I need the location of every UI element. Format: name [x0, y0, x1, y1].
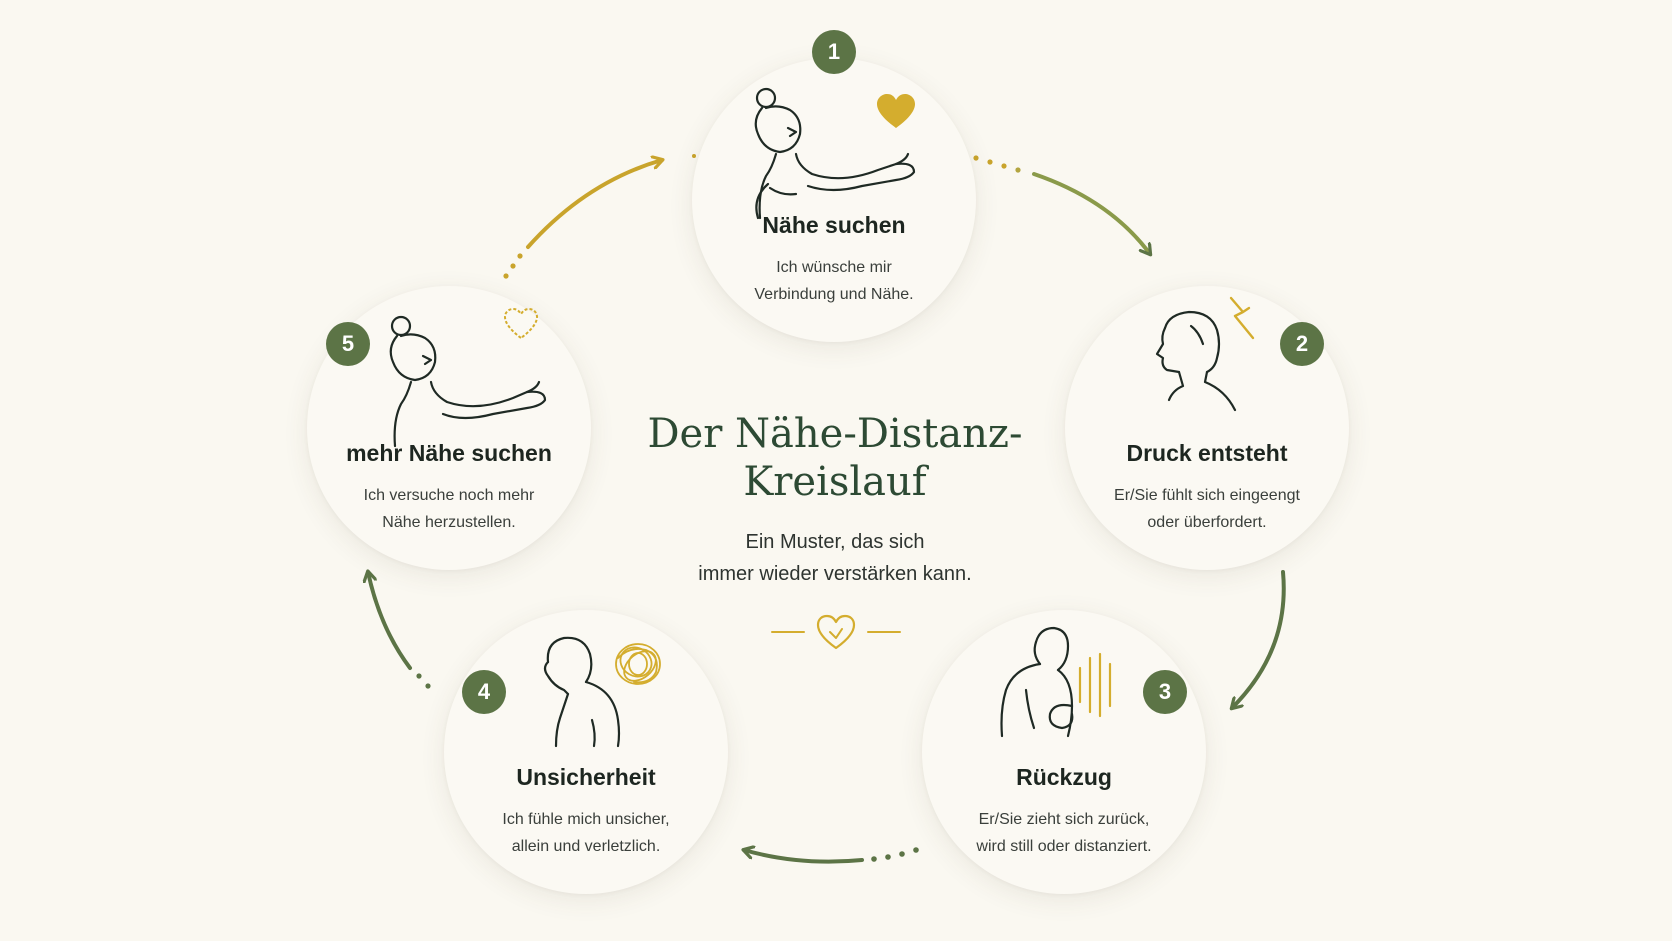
step-description: Ich fühle mich unsicher, allein und verl… — [502, 811, 670, 855]
man-profile-icon — [1155, 310, 1237, 412]
connector-5-to-1 — [503, 154, 696, 279]
connector-1-to-2 — [973, 155, 1150, 254]
step-node-5: mehr Nähe suchen Ich versuche noch mehr … — [307, 286, 591, 570]
step-description: Er/Sie fühlt sich eingeengt oder überfor… — [1114, 487, 1300, 531]
diagram-subtitle: Ein Muster, das sich immer wieder verstä… — [698, 531, 972, 585]
person-head-down-icon — [543, 636, 621, 748]
step-description: Ich versuche noch mehr Nähe herzustellen… — [363, 487, 535, 531]
connector-3-to-4 — [744, 847, 919, 864]
step-badge-1: 1 — [812, 30, 856, 74]
step-title: Nähe suchen — [762, 212, 906, 238]
woman-reaching-icon — [754, 87, 916, 220]
lightning-icon — [1229, 296, 1255, 340]
woman-reaching-icon — [389, 315, 547, 448]
step-description: Ich wünsche mir Verbindung und Nähe. — [754, 259, 914, 303]
step-badge-3: 3 — [1143, 670, 1187, 714]
step-title: Druck entsteht — [1126, 440, 1288, 466]
vibration-lines-icon — [1078, 652, 1112, 718]
man-turning-away-icon — [1000, 626, 1074, 738]
step-node-3: Rückzug Er/Sie zieht sich zurück, wird s… — [922, 610, 1206, 894]
step-title: Unsicherheit — [516, 764, 656, 790]
diagram-title: Der Nähe-Distanz- Kreislauf — [647, 411, 1023, 505]
step-description: Er/Sie zieht sich zurück, wird still ode… — [976, 811, 1152, 855]
step-node-1: Nähe suchen Ich wünsche mir Verbindung u… — [692, 58, 976, 342]
heart-filled-icon — [877, 94, 915, 128]
step-badge-2: 2 — [1280, 322, 1324, 366]
connector-4-to-5 — [368, 572, 431, 689]
heart-dashed-icon — [503, 308, 539, 340]
step-title: mehr Nähe suchen — [346, 440, 552, 466]
step-title: Rückzug — [1016, 764, 1112, 790]
heart-divider-icon — [771, 614, 901, 650]
tangled-scribble-icon — [615, 643, 661, 685]
step-badge-5: 5 — [326, 322, 370, 366]
connector-2-to-3 — [1232, 570, 1286, 708]
step-badge-4: 4 — [462, 670, 506, 714]
step-node-4: Unsicherheit Ich fühle mich unsicher, al… — [444, 610, 728, 894]
